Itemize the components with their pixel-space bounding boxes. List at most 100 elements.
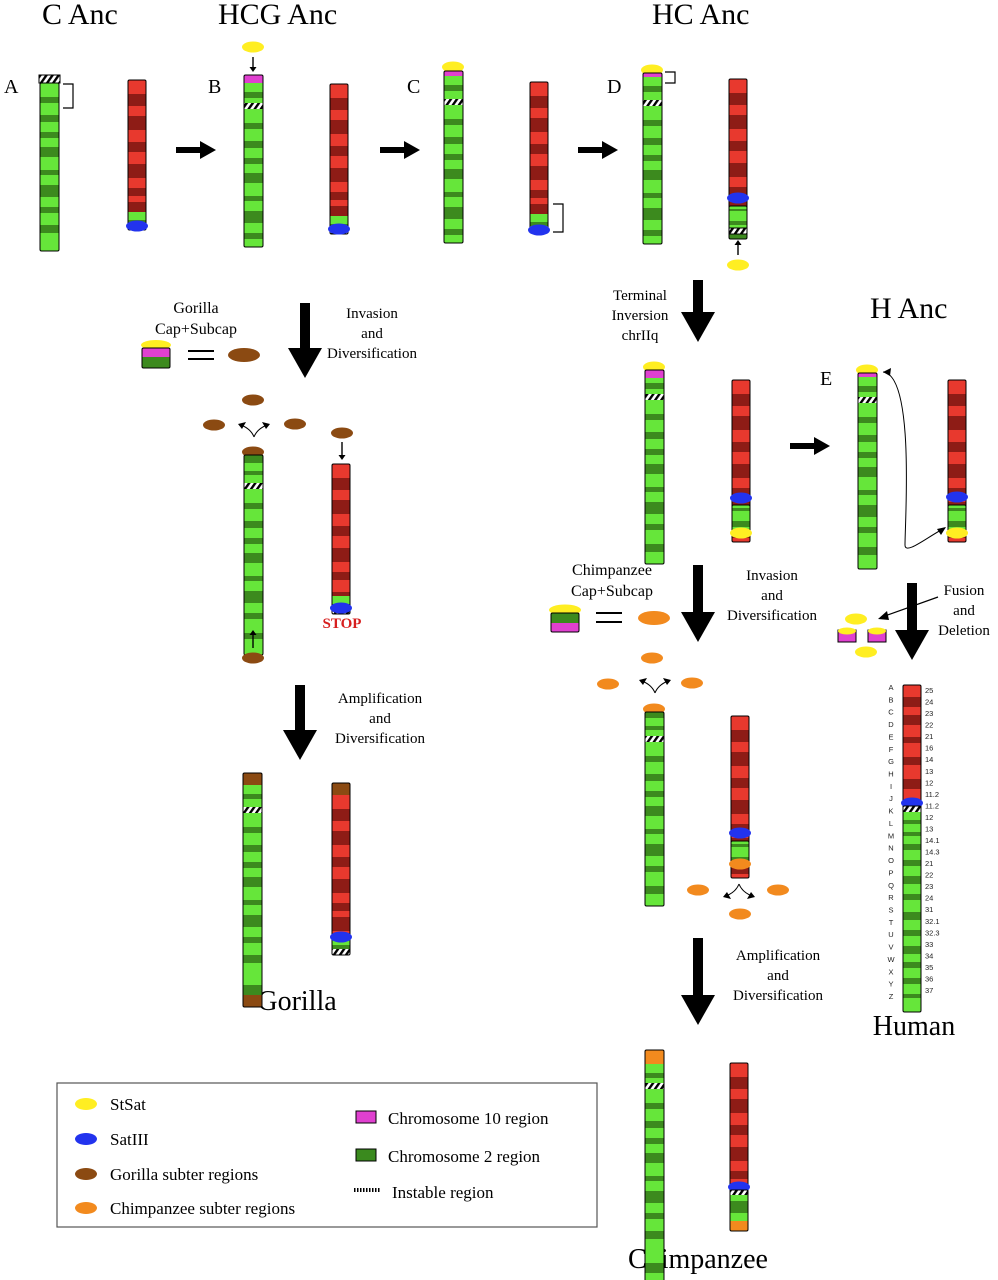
satiii-gorilla-mid [330,602,352,614]
chromosome-b-right [329,83,349,235]
svg-text:StSat: StSat [110,1095,146,1114]
gorilla-mid-right [331,463,351,615]
stsat-d-free [727,259,749,271]
human-band-right: 12 [925,813,933,822]
human-band-right: 14 [925,755,933,764]
stsat-b-free [242,41,264,53]
step-gorilla-amplification: Amplification and Diversification [335,691,425,747]
svg-text:and: and [767,968,789,984]
legend-frame [56,1082,598,1228]
human-band-left: L [889,819,893,828]
svg-text:chrIIq: chrIIq [622,328,659,344]
gorilla-cap-box [141,347,171,369]
human-band-left: E [888,732,893,741]
human-band-right: 23 [925,709,933,718]
header-hc-anc: HC Anc [652,0,750,31]
fusion-curve-arrow [882,368,946,549]
human-band-left: Z [889,992,894,1001]
svg-text:Inversion: Inversion [612,308,669,324]
svg-text:Chromosome 2 region: Chromosome 2 region [388,1147,541,1166]
svg-text:Deletion: Deletion [938,623,990,639]
step-terminal-inversion: Terminal Inversion chrIIq [612,288,669,344]
satiii-gorilla-final [330,931,352,943]
chimp-cap-box [550,612,580,633]
panel-label-d: D [607,76,621,98]
legend: StSat SatIII Gorilla subter regions Chim… [56,1082,598,1228]
svg-text:Instable region: Instable region [392,1183,494,1202]
bracket-d [665,71,676,84]
svg-text:Cap+Subcap: Cap+Subcap [155,321,237,338]
satiii-chimp-mid [729,827,751,839]
arrow-gorilla-right [338,442,346,460]
deleted-stsat-2 [855,646,877,658]
svg-text:Chromosome 10 region: Chromosome 10 region [388,1109,549,1128]
svg-text:Diversification: Diversification [335,731,425,747]
bracket-c [553,203,564,233]
human-band-left: G [888,757,894,766]
human-chromosome-lower [902,805,922,1013]
gorilla-cap-label: Gorilla Cap+Subcap [155,300,237,338]
chromosome-c-right [529,81,549,233]
arrow-c-d [578,141,618,159]
bracket-a [63,83,74,109]
svg-text:Chimpanzee: Chimpanzee [572,562,652,579]
chromosome-a-right [127,79,147,231]
svg-text:SatIII: SatIII [110,1130,149,1149]
human-band-left: N [888,844,893,853]
human-band-left: R [888,893,894,902]
panel-label-a: A [4,76,19,98]
gorilla-subter-right [284,418,306,430]
human-band-right: 21 [925,859,933,868]
gorilla-subter-top [242,394,264,406]
svg-text:Cap+Subcap: Cap+Subcap [571,583,653,600]
fusion-arrow-left [878,596,939,620]
human-band-left: B [888,695,893,704]
chromosome-d-left [642,72,663,245]
chimp-subter-swatch [75,1202,97,1214]
stsat-c [442,61,464,73]
human-band-right: 31 [925,905,933,914]
arrow-hc-e [790,437,830,455]
legend-item-chr10: Chromosome 10 region [355,1109,549,1128]
svg-text:Fusion: Fusion [944,583,985,599]
burst-chimp-top [639,678,671,694]
human-band-left: D [888,720,894,729]
human-band-left: U [888,930,893,939]
svg-text:Invasion: Invasion [746,568,798,584]
arrow-chimp-invasion [681,565,715,642]
gorilla-final-left [242,772,263,1008]
human-band-right: 13 [925,824,933,833]
chimp-subter-right [681,677,703,689]
human-band-right: 11.2 [925,801,939,810]
human-band-left: C [888,708,894,717]
human-band-left: H [888,770,893,779]
svg-text:Diversification: Diversification [727,608,817,624]
human-band-right: 22 [925,871,933,880]
human-band-right: 14.1 [925,836,940,845]
chimp-subter-bottom [729,908,751,920]
arrow-gorilla-invasion [288,303,322,378]
human-band-right: 34 [925,951,933,960]
gorilla-subter-swatch [75,1168,97,1180]
arrow-gorilla-bottom [249,630,257,648]
gorilla-subter-bottom [242,652,264,664]
satiii-e [946,491,968,503]
svg-text:Gorilla subter regions: Gorilla subter regions [110,1165,258,1184]
human-band-left: S [888,905,893,914]
svg-text:Chimpanzee subter regions: Chimpanzee subter regions [110,1199,295,1218]
chr10-swatch [355,1110,377,1124]
satiii-hc [730,492,752,504]
chr2-swatch [355,1148,377,1162]
arrow-chimp-amplification [681,938,715,1025]
arrow-gorilla-amplification [283,685,317,760]
svg-text:Terminal: Terminal [613,288,667,304]
human-band-right: 11.2 [925,790,939,799]
arrow-b-c [380,141,420,159]
header-h-anc: H Anc [870,292,948,325]
step-chimp-amplification: Amplification and Diversification [733,948,823,1004]
burst-chimp-bottom [723,883,755,899]
human-band-right: 37 [925,986,933,995]
panel-label-e: E [820,368,832,390]
stsat-e-tail [946,527,968,539]
